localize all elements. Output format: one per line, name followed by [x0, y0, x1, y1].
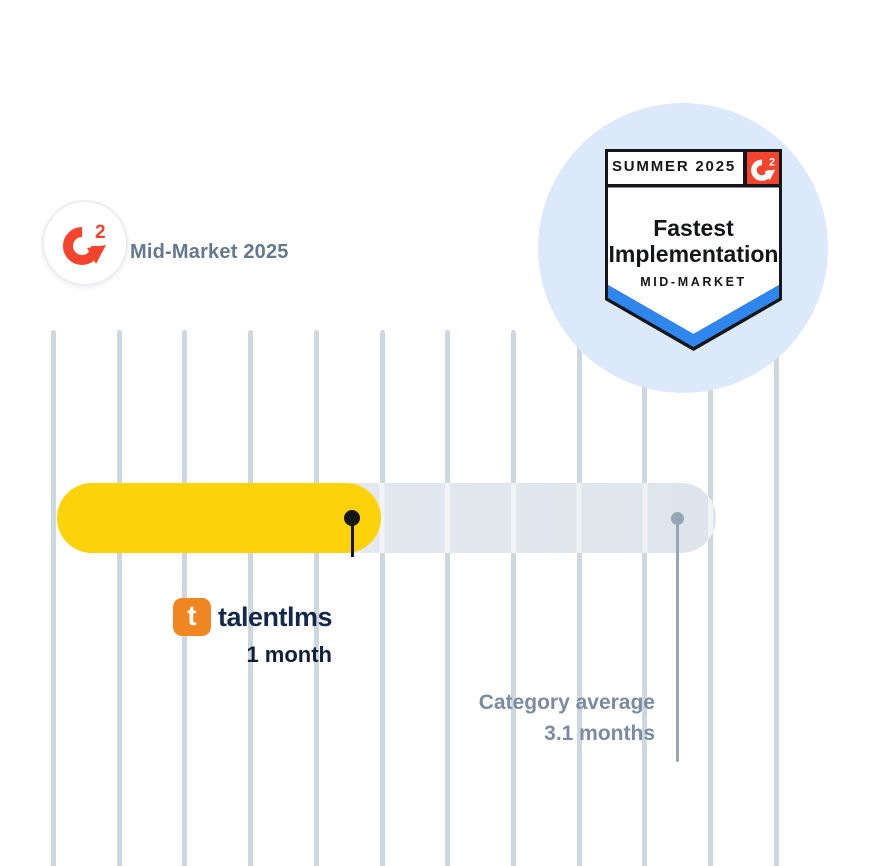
vendor-marker-line [350, 520, 354, 557]
vendor-logo: t talentlms [172, 598, 333, 636]
svg-text:2: 2 [769, 157, 775, 169]
vendor-wordmark: talentlms [217, 602, 333, 632]
attribution-label: Mid-Market 2025 [130, 241, 289, 263]
badge-award-title: Fastest Implementation [605, 215, 782, 267]
vendor-label-block: t talentlms 1 month [172, 598, 333, 667]
badge-shield-shape [605, 149, 782, 351]
gridline [511, 330, 516, 866]
g2-logo-icon: 2 [63, 222, 106, 265]
category-label-block: Category average 3.1 months [479, 690, 655, 746]
badge-award-line1: Fastest [653, 215, 734, 241]
vendor-marker-dot [344, 510, 360, 526]
vendor-bar [57, 483, 381, 553]
gridline [117, 330, 122, 866]
g2-logo-icon: 2 [747, 153, 779, 184]
badge-season-label: SUMMER 2025 [611, 158, 736, 175]
category-marker-dot [670, 511, 684, 525]
talentlms-logo-icon: t [172, 598, 211, 636]
category-name-label: Category average [478, 691, 655, 714]
gridline [577, 330, 582, 866]
g2-award-badge: 2 SUMMER 2025 Fastest Implementation MID… [605, 149, 782, 354]
gridline [248, 330, 253, 866]
category-marker-line [675, 520, 679, 762]
gridline [774, 330, 779, 866]
svg-text:2: 2 [95, 222, 106, 243]
gridline [642, 330, 647, 866]
badge-segment-label: MID-MARKET [640, 275, 747, 289]
gridline [708, 330, 713, 866]
category-value-label: 3.1 months [544, 722, 655, 746]
gridline [51, 330, 56, 866]
badge-award-line2: Implementation [608, 240, 779, 267]
gridline [314, 330, 319, 866]
gridline [380, 330, 385, 866]
vendor-value-label: 1 month [246, 642, 332, 667]
badge-blue-chevron [608, 285, 779, 347]
g2-attribution-avatar: 2 [42, 200, 128, 286]
gridline [445, 330, 450, 866]
